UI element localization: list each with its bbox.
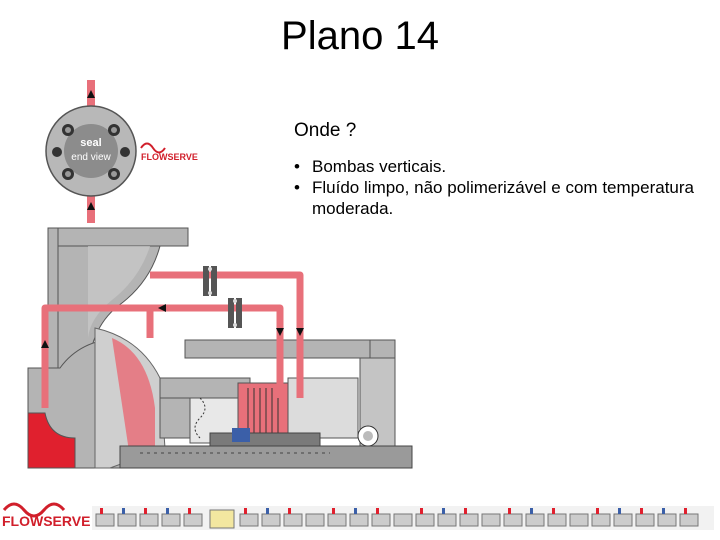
end-view-label: end view: [71, 152, 111, 163]
slide-title: Plano 14: [281, 14, 439, 58]
flowserve-logo-small: FLOWSERVE: [140, 142, 198, 162]
bullet-item: Bombas verticais.: [294, 156, 694, 177]
pump-seal-diagram: seal end view FLOWSERVE: [27, 80, 413, 469]
footer-brand-text: FLOWSERVE: [2, 513, 90, 529]
seal-end-view: seal end view: [45, 80, 137, 223]
bullet-list: Bombas verticais. Fluído limpo, não poli…: [294, 156, 694, 219]
pump-shaft: [119, 445, 413, 469]
bearing-housing: [184, 339, 396, 359]
pump-thumbnails: [92, 506, 714, 530]
fluid-chamber: [27, 412, 76, 469]
section-heading: Onde ?: [294, 120, 357, 141]
orifice-lower: [228, 298, 242, 328]
brand-small-text: FLOWSERVE: [141, 152, 198, 162]
footer-banner: FLOWSERVE: [2, 502, 714, 530]
seal-label: seal: [80, 137, 101, 149]
text-block: Onde ? Bombas verticais. Fluído limpo, n…: [294, 120, 694, 219]
orifice-upper: [203, 266, 217, 296]
flowserve-logo: FLOWSERVE: [2, 502, 90, 529]
bullet-item: Fluído limpo, não polimerizável e com te…: [294, 177, 694, 219]
